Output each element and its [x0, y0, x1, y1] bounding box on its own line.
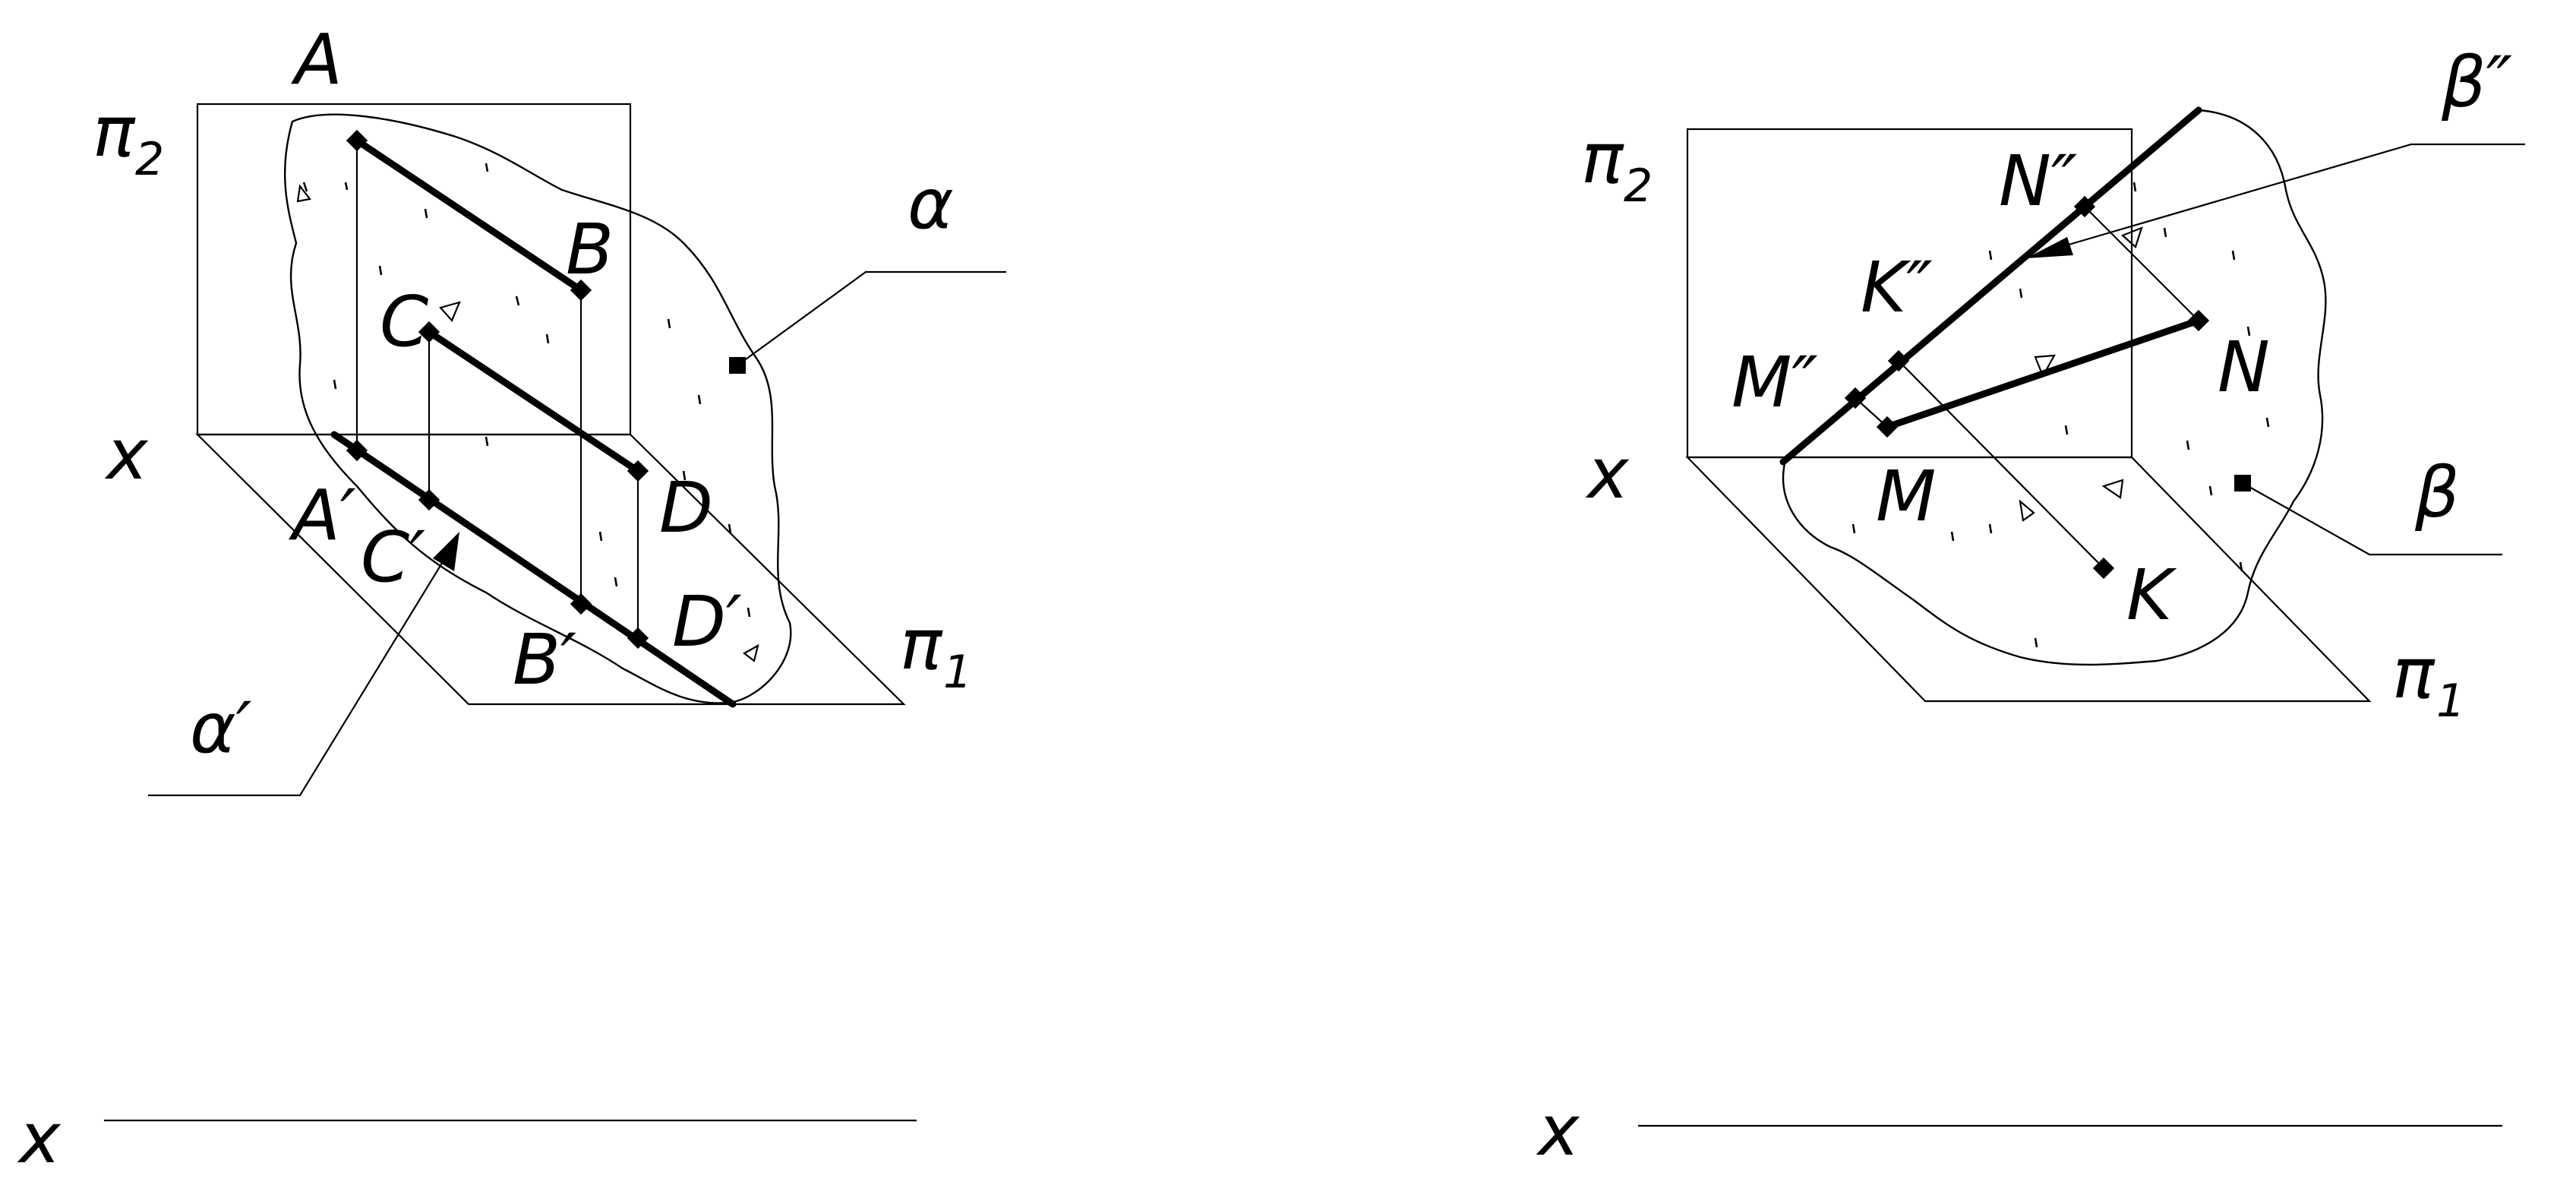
left-point-D-prime [627, 627, 649, 649]
left-label-pi2-sub: 2 [135, 133, 164, 186]
right-plane-beta-outline [1782, 109, 2327, 666]
left-label-C-prime: C′ [361, 517, 425, 598]
left-label-C: C [380, 281, 428, 362]
right-segment-MN [1883, 317, 2202, 431]
bottom-right-axis: x [1536, 1090, 2502, 1171]
left-alpha-prime-arrowhead [433, 532, 459, 571]
right-beta-leader [2242, 482, 2502, 556]
left-label-B-prime: B′ [513, 619, 576, 700]
left-label-D-prime: D′ [672, 581, 742, 662]
bottom-left-axis-label: x [17, 1098, 62, 1179]
left-horizontal-plane [195, 433, 906, 706]
left-label-alpha-prime: α′ [190, 687, 252, 769]
left-point-C-prime [418, 488, 440, 511]
right-label-N: N [2218, 327, 2270, 408]
right-label-beta-dprime: β″ [2441, 42, 2512, 123]
left-point-D [627, 460, 649, 482]
right-projection-K [1898, 360, 2104, 569]
left-label-D: D [659, 467, 713, 548]
left-label-pi1-sub: 1 [943, 646, 972, 699]
right-beta-dprime-leader [2042, 143, 2525, 254]
right-label-pi2-sub: 2 [1624, 160, 1653, 213]
left-point-B [570, 279, 592, 302]
right-label-x: x [1585, 433, 1630, 514]
bottom-left-axis: x [17, 1098, 917, 1179]
bottom-right-axis-label: x [1536, 1090, 1580, 1171]
right-label-K-dprime: K″ [1861, 247, 1933, 328]
left-label-pi1: π [900, 604, 943, 685]
right-point-N [2187, 309, 2210, 332]
right-point-M-dprime [1844, 387, 1867, 409]
left-label-A-prime: A′ [289, 475, 356, 556]
right-trace-beta-dprime [1779, 106, 2202, 466]
left-point-B-prime [570, 593, 592, 615]
left-label-alpha: α [908, 163, 954, 245]
right-figure: π 2 x N″ K″ M″ M N K β β″ π 1 [1581, 42, 2525, 728]
right-label-beta: β [2414, 452, 2460, 533]
left-label-B: B [566, 209, 614, 290]
left-segment-AB [353, 137, 585, 294]
right-label-M: M [1876, 456, 1936, 537]
right-point-M [1876, 416, 1899, 438]
left-plane-speckles [296, 163, 759, 662]
right-horizontal-plane [1685, 456, 2372, 703]
right-label-pi1-sub: 1 [2436, 675, 2465, 728]
left-point-C [418, 321, 440, 343]
right-label-pi1: π [2392, 633, 2436, 714]
left-segment-CD [425, 328, 642, 475]
left-alpha-leader [737, 270, 1006, 366]
left-label-x: x [104, 414, 149, 495]
right-point-K [2092, 557, 2115, 580]
right-point-K-dprime [1887, 349, 1910, 372]
left-point-A-prime [346, 439, 368, 462]
right-beta-dprime-arrowhead [2026, 237, 2073, 258]
left-plane-alpha-outline [283, 113, 792, 704]
left-label-pi2: π [93, 91, 136, 172]
left-figure: π 2 A x B C D A′ C′ B′ D′ π 1 α α′ [93, 19, 1006, 797]
right-projection-N [2084, 206, 2199, 321]
left-label-plane-top: A [291, 19, 343, 100]
right-label-N-dprime: N″ [1999, 141, 2077, 222]
left-alpha-prime-leader [148, 546, 453, 797]
left-trace-alpha-prime [330, 431, 737, 708]
right-label-pi2: π [1581, 118, 1624, 199]
right-label-K: K [2126, 555, 2177, 636]
right-point-N-dprime [2073, 195, 2096, 218]
right-label-M-dprime: M″ [1732, 342, 1818, 423]
right-plane-speckles [1852, 182, 2270, 648]
